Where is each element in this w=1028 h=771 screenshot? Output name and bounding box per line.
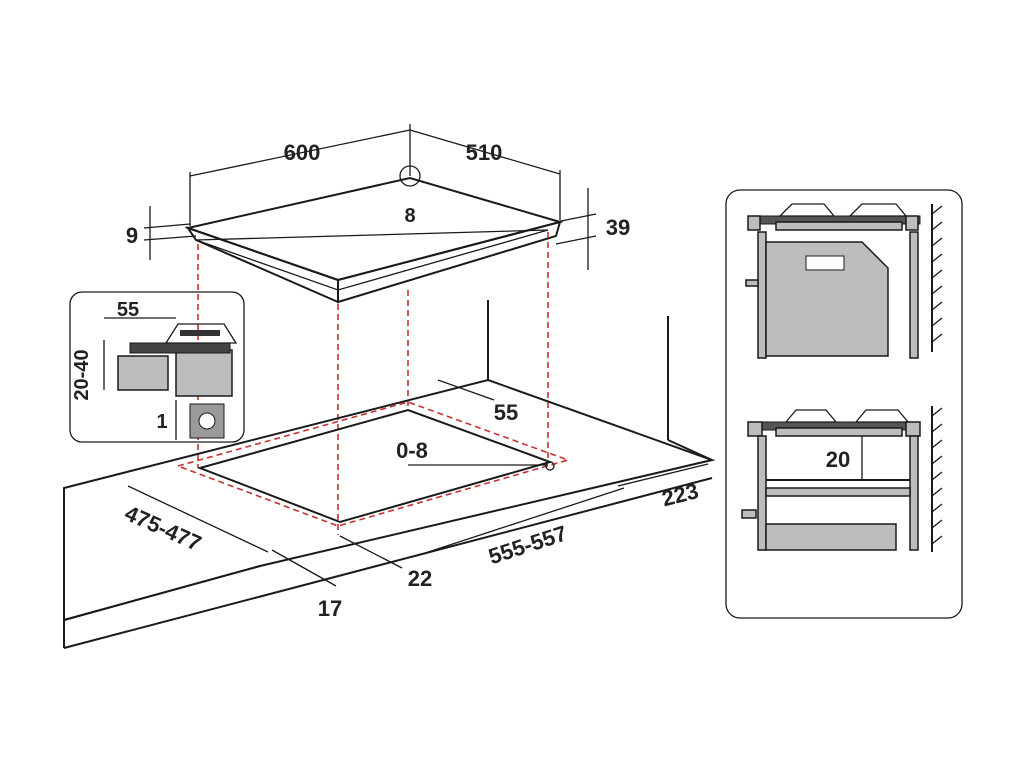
gas-inlet-icon — [399, 165, 421, 187]
side-clear-label: 223 — [659, 478, 701, 511]
width-label: 600 — [284, 140, 321, 165]
cutout-width-label: 555-557 — [485, 521, 570, 570]
inset-clear-label: 1 — [156, 411, 167, 433]
cutout-depth-label: 475-477 — [121, 500, 205, 556]
cutout-dimension-lines — [127, 379, 709, 587]
height-dimension — [555, 188, 597, 270]
hole-label: 8 — [404, 205, 415, 227]
front-clear-b-label: 22 — [408, 566, 432, 591]
inset-depth-label: 55 — [117, 299, 139, 321]
cutout-back-label: 55 — [494, 400, 518, 425]
inset-worktop-label: 20-40 — [71, 349, 93, 400]
oven-panel — [725, 189, 963, 619]
detail-inset — [69, 291, 245, 443]
thickness-dimension — [143, 206, 197, 260]
gas-icon — [198, 412, 216, 430]
height-label: 39 — [606, 215, 630, 240]
gas-offset-label: 0-8 — [396, 438, 428, 463]
oven-gap-label: 20 — [826, 447, 850, 472]
width-dimension-line — [189, 124, 561, 226]
worktop — [63, 300, 716, 649]
thickness-label: 9 — [126, 223, 138, 248]
depth-label: 510 — [466, 140, 503, 165]
hob-top-view — [184, 176, 564, 304]
front-clear-a-label: 17 — [318, 596, 342, 621]
